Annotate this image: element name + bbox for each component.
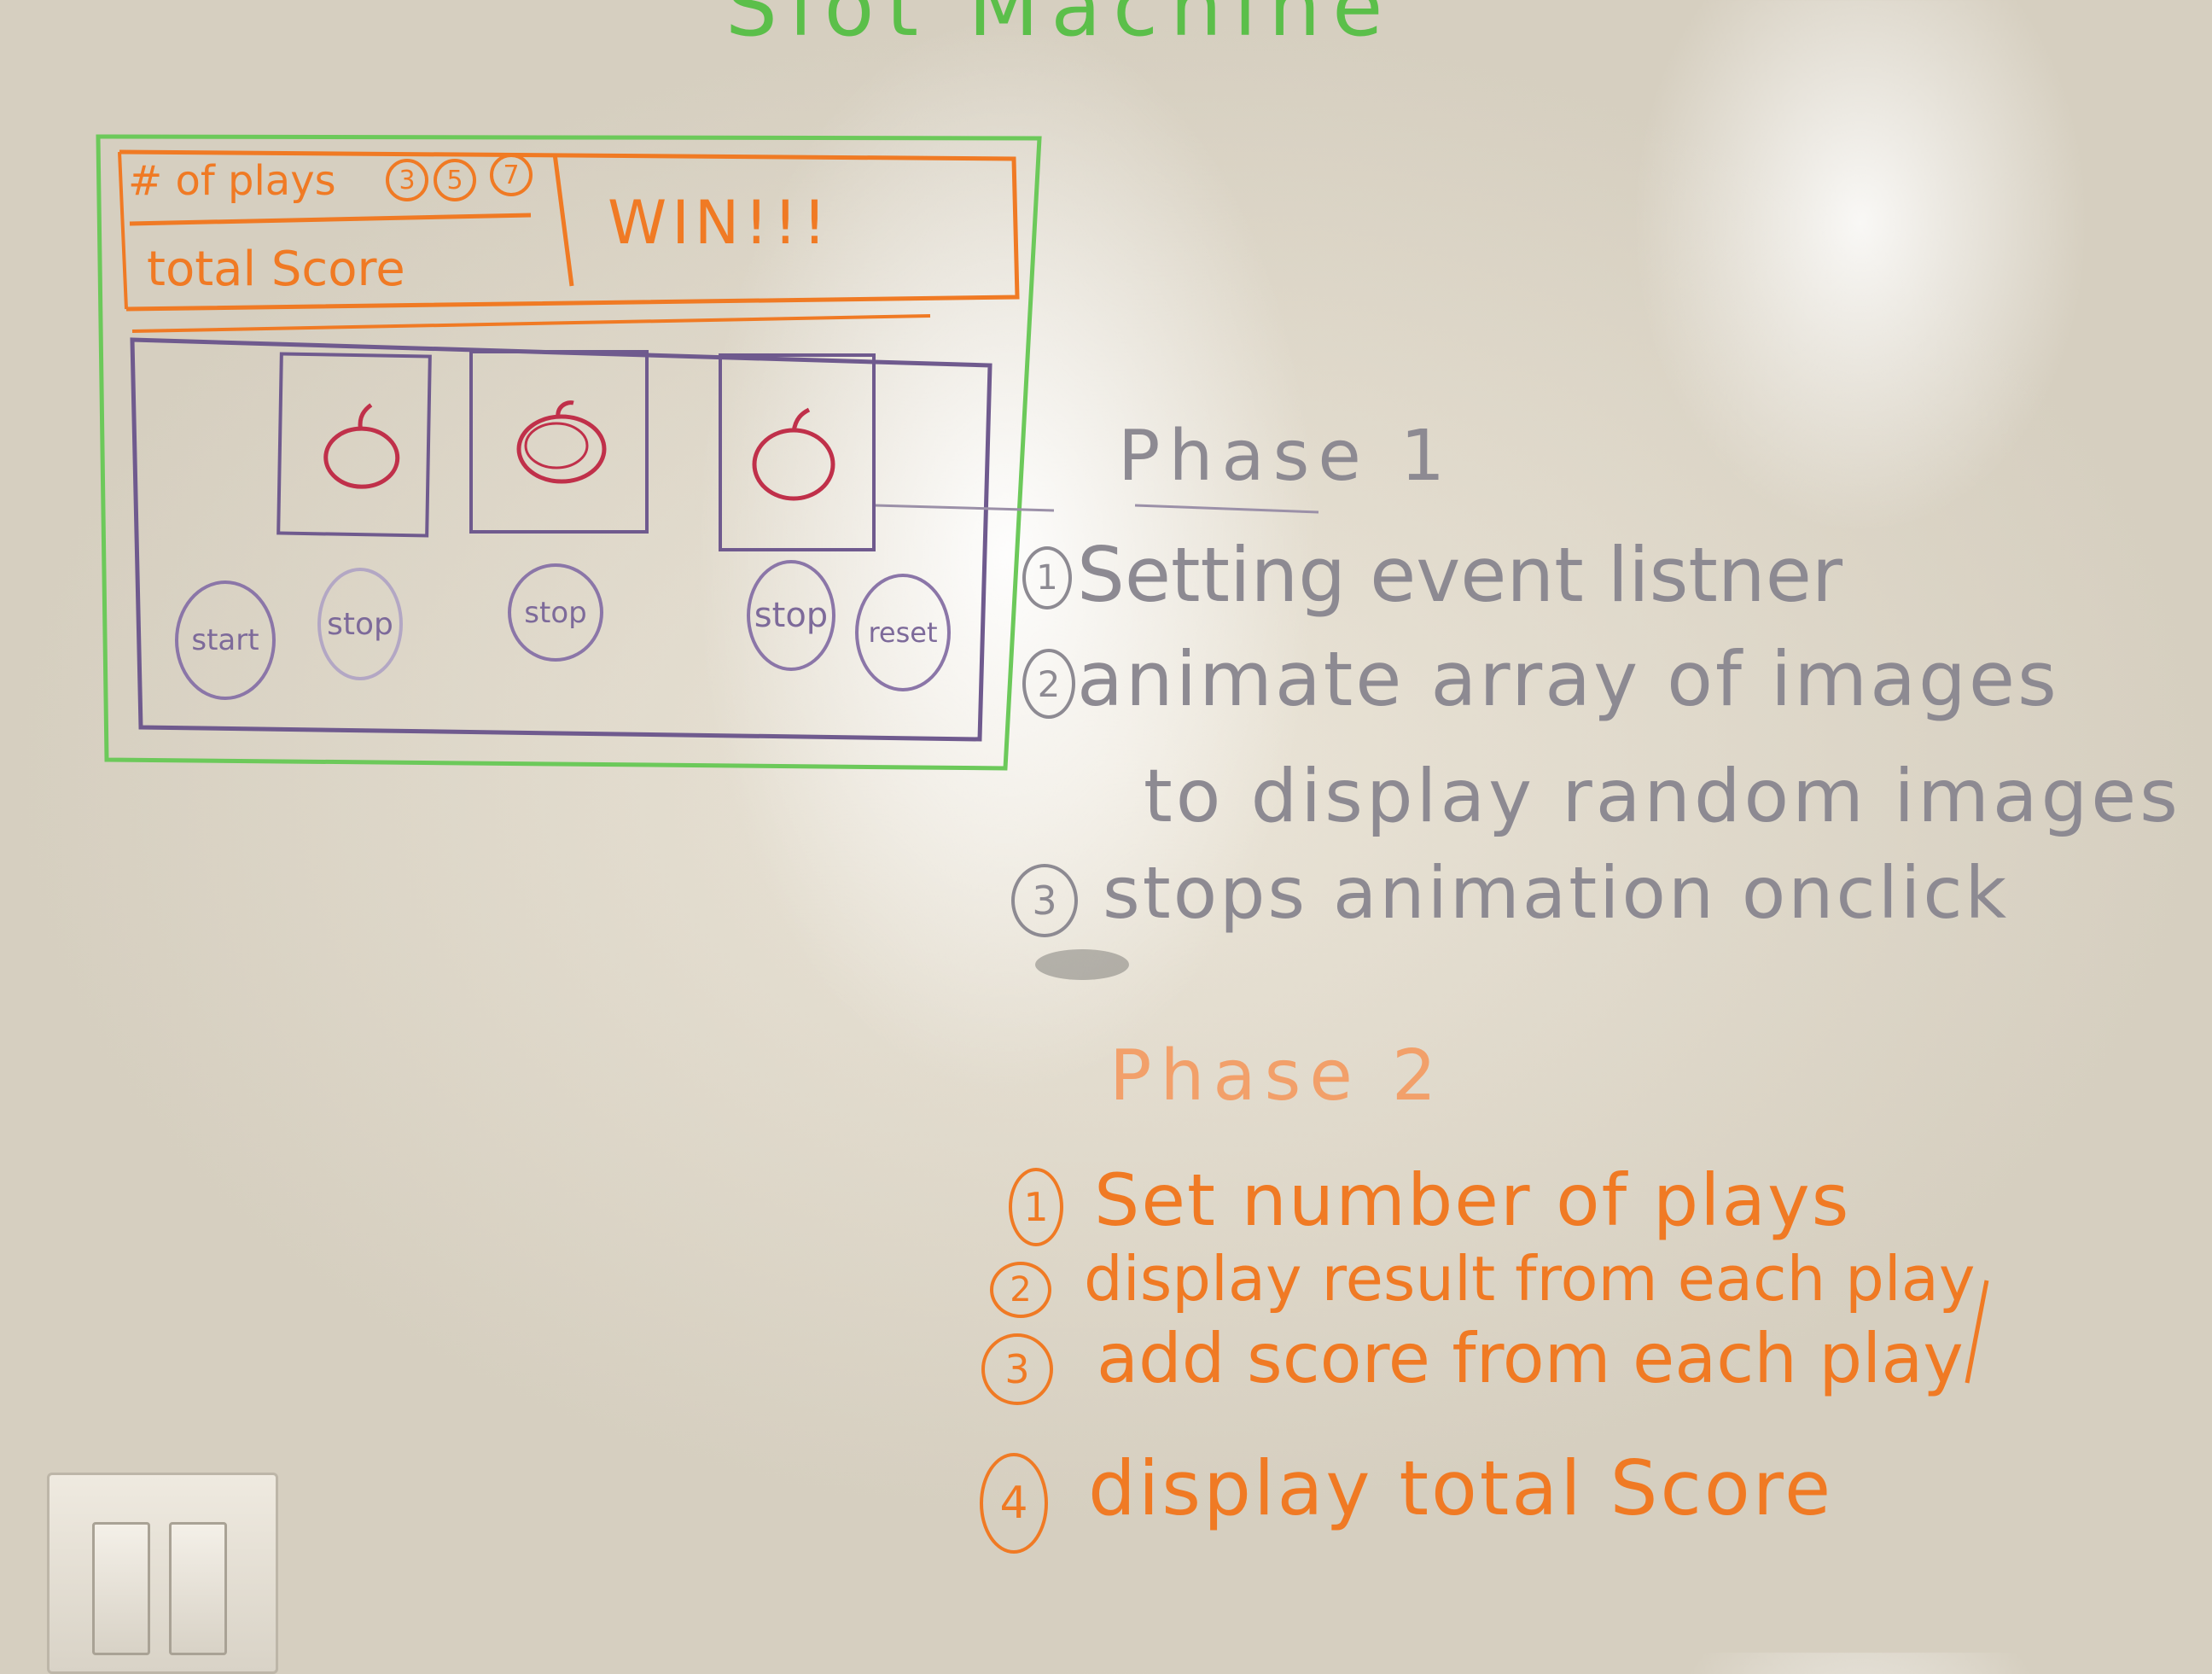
phase1-item-2: animate array of images bbox=[1077, 635, 2059, 723]
phase2-item-1-number: 1 bbox=[1009, 1168, 1063, 1246]
phase2-item-3-number: 3 bbox=[981, 1333, 1053, 1405]
total-score-label: total Score bbox=[147, 242, 405, 297]
phase2-item-3: add score from each play bbox=[1097, 1319, 1964, 1398]
phase2-item-2-number: 2 bbox=[990, 1262, 1051, 1318]
apple-icon bbox=[516, 400, 607, 484]
play-option-7[interactable]: 7 bbox=[490, 154, 533, 196]
reel-2 bbox=[469, 350, 649, 534]
light-switch-left bbox=[92, 1522, 150, 1655]
stop-button-1[interactable]: stop bbox=[317, 568, 403, 680]
phase2-item-2: display result from each play bbox=[1084, 1243, 1976, 1315]
light-switch-plate bbox=[47, 1473, 278, 1674]
phase2-item-4: display total Score bbox=[1088, 1444, 1834, 1532]
light-switch-right bbox=[169, 1522, 227, 1655]
play-option-3[interactable]: 3 bbox=[386, 159, 428, 201]
play-option-5[interactable]: 5 bbox=[434, 159, 476, 201]
stop-button-2[interactable]: stop bbox=[508, 563, 603, 662]
phase1-heading: Phase 1 bbox=[1118, 416, 1454, 497]
win-message: WIN!!! bbox=[608, 188, 832, 258]
phase1-item-3: stops animation onclick bbox=[1103, 851, 2010, 935]
apple-icon bbox=[323, 403, 400, 489]
phase1-item-1-number: 1 bbox=[1022, 546, 1072, 610]
phase2-item-1: Set number of plays bbox=[1094, 1158, 1851, 1242]
apple-icon bbox=[752, 407, 835, 501]
start-button[interactable]: start bbox=[175, 580, 276, 700]
phase1-item-2-number: 2 bbox=[1022, 649, 1075, 719]
phase2-item-4-number: 4 bbox=[980, 1453, 1048, 1554]
reset-button[interactable]: reset bbox=[855, 574, 951, 691]
phase2-heading: Phase 2 bbox=[1109, 1035, 1446, 1117]
plays-label: # of plays bbox=[128, 157, 336, 205]
stop-button-3[interactable]: stop bbox=[747, 560, 835, 671]
phase1-item-1: Setting event listner bbox=[1077, 531, 1843, 619]
page-title: Slot Machine bbox=[725, 0, 1395, 55]
reel-3 bbox=[719, 353, 876, 551]
phase1-item-3-number: 3 bbox=[1011, 864, 1078, 937]
reel-1 bbox=[276, 352, 432, 538]
phase1-item-2-continued: to display random images bbox=[1144, 754, 2181, 839]
